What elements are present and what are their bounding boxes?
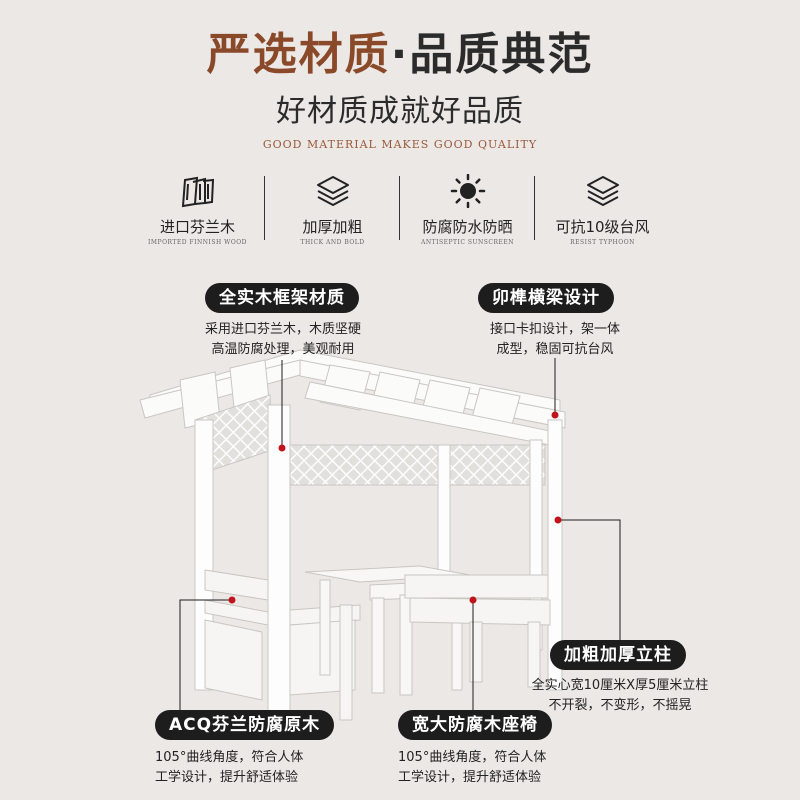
page-subtitle: 好材质成就好品质 — [276, 94, 524, 129]
feature-row: 进口芬兰木 IMPORTED FINNISH WOOD 加厚加粗 THICK A… — [130, 172, 670, 247]
marker-dot — [551, 411, 559, 419]
english-tagline: GOOD MATERIAL MAKES GOOD QUALITY — [262, 138, 538, 151]
callout-pillar-desc: 全实心宽10厘米X厚5厘米立柱 不开裂，不变形，不摇晃 — [520, 676, 720, 716]
feature-label-en: ANTISEPTIC SUNSCREEN — [421, 239, 514, 246]
layers-icon — [316, 176, 349, 206]
feature-thick: 加厚加粗 THICK AND BOLD — [265, 172, 400, 247]
sun-icon — [450, 174, 485, 208]
title-accent: 严选材质 — [206, 29, 391, 80]
desc-line: 工学设计，提升舒适体验 — [398, 770, 542, 785]
layers-icon — [586, 176, 619, 206]
callout-frame-desc: 采用进口芬兰木，木质坚硬 高温防腐处理，美观耐用 — [188, 320, 378, 360]
desc-line: 105°曲线角度，符合人体 — [155, 750, 304, 765]
callout-frame-label: 全实木框架材质 — [205, 283, 359, 313]
feature-label-en: RESIST TYPHOON — [570, 239, 635, 246]
marker-dot — [469, 596, 477, 604]
wood-planks-icon — [181, 176, 214, 208]
page-title: 严选材质·品质典范 — [0, 18, 800, 82]
callout-acq-desc: 105°曲线角度，符合人体 工学设计，提升舒适体验 — [155, 748, 303, 788]
callout-beam-desc: 接口卡扣设计，架一体 成型，稳固可抗台风 — [470, 320, 640, 360]
callout-acq-label: ACQ芬兰防腐原木 — [155, 710, 335, 740]
divider — [264, 176, 265, 240]
feature-label: 可抗10级台风 — [555, 218, 650, 236]
divider — [534, 176, 535, 240]
divider — [399, 176, 400, 240]
desc-line: 接口卡扣设计，架一体 — [489, 322, 620, 337]
desc-line: 105°曲线角度，符合人体 — [398, 750, 547, 765]
desc-line: 采用进口芬兰木，木质坚硬 — [204, 322, 361, 337]
feature-label: 防腐防水防晒 — [422, 218, 513, 236]
marker-dot — [228, 596, 236, 604]
desc-line: 工学设计，提升舒适体验 — [155, 770, 299, 785]
feature-finnish-wood: 进口芬兰木 IMPORTED FINNISH WOOD — [130, 172, 265, 247]
marker-dot — [554, 516, 562, 524]
desc-line: 全实心宽10厘米X厚5厘米立柱 — [531, 678, 709, 693]
feature-label-en: THICK AND BOLD — [300, 239, 365, 246]
callout-beam-label: 卯榫横梁设计 — [478, 283, 614, 313]
desc-line: 成型，稳固可抗台风 — [496, 342, 614, 357]
desc-line: 不开裂，不变形，不摇晃 — [548, 698, 692, 713]
callout-seat-desc: 105°曲线角度，符合人体 工学设计，提升舒适体验 — [398, 748, 546, 788]
callout-markers — [228, 411, 562, 604]
pergola-structure — [139, 349, 566, 731]
callout-lines — [179, 358, 621, 715]
title-rest: 品质典范 — [409, 29, 594, 80]
callout-seat-label: 宽大防腐木座椅 — [398, 710, 552, 740]
marker-dot — [278, 444, 286, 452]
feature-label-en: IMPORTED FINNISH WOOD — [148, 239, 247, 246]
feature-typhoon: 可抗10级台风 RESIST TYPHOON — [535, 172, 670, 247]
feature-label: 进口芬兰木 — [159, 218, 235, 236]
feature-antiseptic: 防腐防水防晒 ANTISEPTIC SUNSCREEN — [400, 172, 535, 247]
title-dot: · — [390, 29, 410, 80]
feature-label: 加厚加粗 — [302, 218, 363, 236]
callout-pillar-label: 加粗加厚立柱 — [550, 640, 686, 670]
desc-line: 高温防腐处理，美观耐用 — [211, 342, 355, 357]
